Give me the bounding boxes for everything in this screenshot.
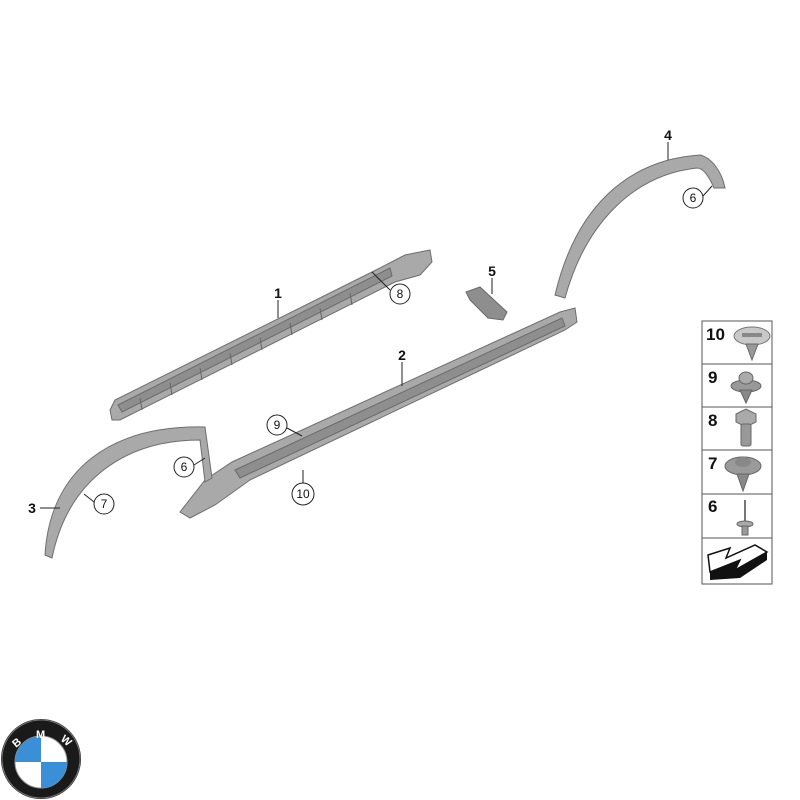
svg-text:10: 10 <box>706 325 725 344</box>
svg-text:10: 10 <box>296 487 310 501</box>
svg-text:8: 8 <box>708 411 717 430</box>
circled-callout-6-rear: 6 <box>682 187 704 209</box>
callout-4: 4 <box>664 127 672 143</box>
part-3-front-arch[interactable] <box>44 426 213 559</box>
svg-text:M: M <box>36 729 45 741</box>
legend-item-6[interactable]: 6 <box>708 497 754 536</box>
part-1-bracket[interactable] <box>109 249 433 421</box>
circled-callout-9: 9 <box>266 414 288 436</box>
legend-item-8[interactable]: 8 <box>708 408 757 447</box>
circled-callout-6-front: 6 <box>173 456 195 478</box>
direction-arrow-icon <box>707 544 769 580</box>
part-2-side-skirt[interactable] <box>179 307 578 519</box>
legend-item-9[interactable]: 9 <box>708 368 762 405</box>
callout-5: 5 <box>488 263 496 279</box>
svg-text:6: 6 <box>690 191 697 205</box>
fastener-legend: 10 9 8 7 6 <box>701 320 773 585</box>
part-4-rear-arch[interactable] <box>554 154 726 299</box>
svg-text:8: 8 <box>397 287 404 301</box>
callout-3: 3 <box>28 500 36 516</box>
legend-item-10[interactable]: 10 <box>706 325 771 362</box>
svg-text:9: 9 <box>708 368 717 387</box>
circled-callout-7: 7 <box>93 493 115 515</box>
leader-lines <box>40 142 713 509</box>
svg-text:7: 7 <box>101 497 108 511</box>
legend-item-7[interactable]: 7 <box>708 454 762 493</box>
svg-text:6: 6 <box>181 460 188 474</box>
svg-text:6: 6 <box>708 497 717 516</box>
svg-text:7: 7 <box>708 454 717 473</box>
callout-2: 2 <box>398 347 406 363</box>
circled-callout-10: 10 <box>291 482 315 506</box>
circled-callout-8: 8 <box>389 283 411 305</box>
svg-text:9: 9 <box>274 418 281 432</box>
callout-1: 1 <box>274 285 282 301</box>
bmw-logo: B M W <box>1 719 81 799</box>
part-5-bracket[interactable] <box>465 286 508 321</box>
